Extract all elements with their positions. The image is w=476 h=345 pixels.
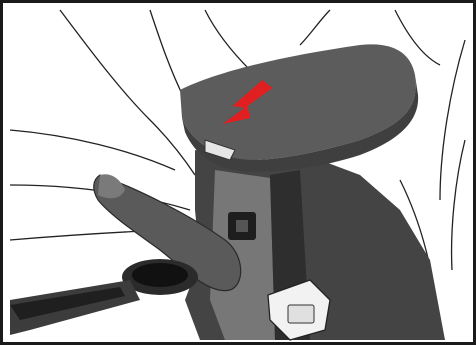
- cup-holder-inner: [132, 263, 188, 287]
- console-slot-inner: [236, 220, 248, 232]
- buckle-button: [288, 305, 314, 323]
